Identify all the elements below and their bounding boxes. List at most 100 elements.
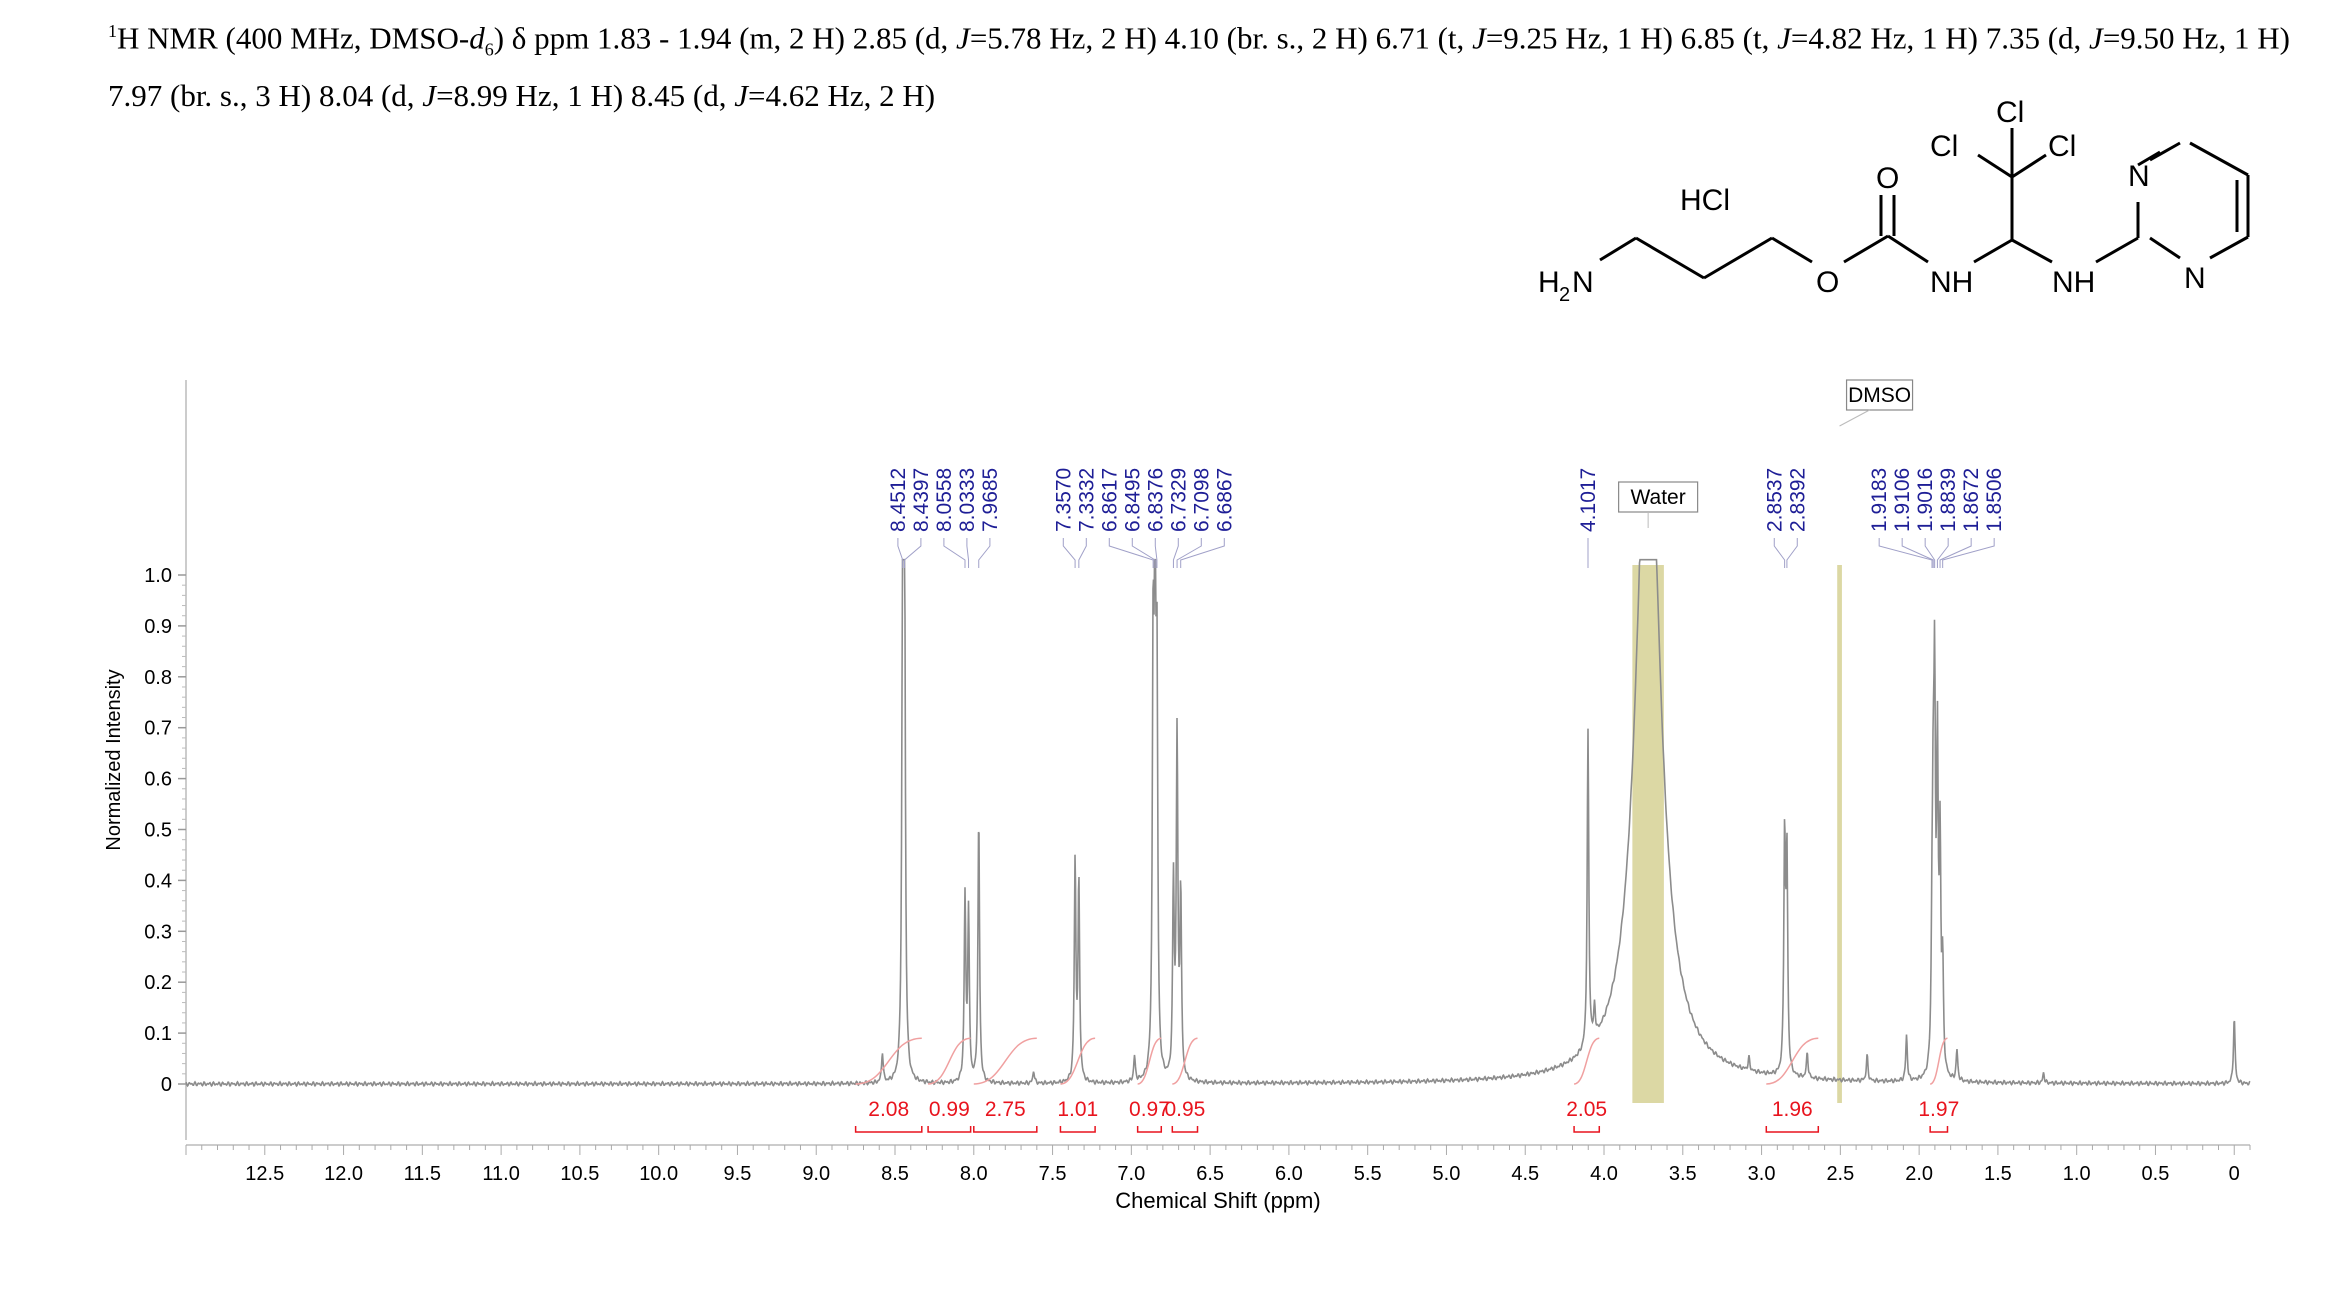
desc-d-italic: d (469, 20, 485, 56)
bond (1887, 234, 1929, 264)
peak-label-connector (1773, 538, 1786, 568)
peak-label: 2.8392 (1786, 468, 1809, 532)
x-tick-label: 1.5 (1984, 1163, 2012, 1185)
peak-label: 4.1017 (1577, 468, 1600, 532)
peak-label: 2.8537 (1763, 468, 1786, 532)
integral-bracket (973, 1126, 1038, 1133)
peak-label-connector (966, 538, 970, 568)
desc-subscript-6: 6 (484, 39, 494, 60)
peak-label: 6.8376 (1144, 468, 1167, 532)
region-label-text: DMSO (1848, 384, 1911, 407)
bond (2189, 141, 2249, 177)
peak-label-connector (1154, 538, 1158, 568)
peak-label: 1.8839 (1937, 468, 1960, 532)
integral-bracket (1573, 1126, 1601, 1133)
desc-j6: J (734, 77, 748, 113)
peak-label-connector (1172, 538, 1179, 568)
integral-value: 0.95 (1164, 1098, 1205, 1121)
x-tick-label: 1.0 (2063, 1163, 2091, 1185)
y-tick-label: 0.1 (144, 1023, 172, 1045)
peak-label: 6.6867 (1213, 468, 1236, 532)
peak-label: 6.7098 (1190, 468, 1213, 532)
peak-label-connector (1131, 538, 1156, 568)
integral-bracket (1929, 1126, 1949, 1133)
desc-part-h: =4.62 Hz, 2 H) (748, 77, 936, 113)
desc-j3: J (1777, 20, 1791, 56)
peak-label: 8.4397 (910, 468, 933, 532)
x-tick-label: 6.0 (1275, 1163, 1303, 1185)
atom-h: H (1538, 266, 1560, 299)
peak-label: 7.3570 (1052, 468, 1075, 532)
desc-part-c: =5.78 Hz, 2 H) 4.10 (br. s., 2 H) 6.71 (… (969, 20, 1473, 56)
bond (1977, 153, 2013, 179)
bond (2011, 238, 2053, 264)
x-tick-label: 0.5 (2142, 1163, 2170, 1185)
x-axis-label: Chemical Shift (ppm) (1115, 1188, 1320, 1213)
x-tick-label: 11.5 (404, 1163, 441, 1185)
bond (2149, 141, 2181, 162)
desc-j4: J (2089, 20, 2103, 56)
desc-j1: J (956, 20, 970, 56)
peak-label: 7.3332 (1075, 468, 1098, 532)
integral-value: 1.97 (1918, 1098, 1959, 1121)
isotope-superscript: 1 (108, 21, 117, 41)
x-tick-label: 3.0 (1748, 1163, 1776, 1185)
x-tick-label: 6.5 (1196, 1163, 1224, 1185)
atom-labels: H 2 N O O NH NH Cl Cl Cl N N HCl (1538, 96, 2206, 306)
y-tick-label: 0.4 (144, 870, 172, 892)
peak-label-connector (1786, 538, 1798, 568)
x-tick-label: 2.5 (1826, 1163, 1854, 1185)
peak-label: 1.9183 (1868, 468, 1891, 532)
bond (2137, 150, 2161, 167)
peak-label: 7.9685 (979, 468, 1002, 532)
peak-label: 8.0558 (933, 468, 956, 532)
peak-label: 6.8617 (1098, 468, 1121, 532)
integral-curve (1573, 1037, 1600, 1085)
integral-value: 1.01 (1057, 1098, 1098, 1121)
spectrum-line (185, 558, 2251, 1088)
peak-label-connector (1078, 538, 1087, 568)
x-tick-label: 10.0 (639, 1163, 678, 1185)
peak-label-connector (943, 538, 966, 568)
peak-label: 6.7329 (1167, 468, 1190, 532)
integral-curve (1172, 1037, 1198, 1085)
bond (2011, 153, 2047, 179)
atom-n-ring-bottom: N (2184, 262, 2206, 295)
integral-curve (1060, 1037, 1096, 1085)
integral-curve (1766, 1037, 1819, 1085)
integral-curve (1137, 1037, 1162, 1085)
bond (1703, 236, 1773, 280)
x-tick-label: 7.5 (1039, 1163, 1067, 1185)
x-tick-label: 9.0 (802, 1163, 830, 1185)
x-tick-label: 5.5 (1354, 1163, 1382, 1185)
peak-label-connector (1924, 538, 1936, 568)
desc-part-a: H NMR (400 MHz, DMSO- (117, 20, 470, 56)
x-tick-label: 9.5 (724, 1163, 752, 1185)
peak-label: 1.9106 (1891, 468, 1914, 532)
bond (1599, 236, 1637, 262)
integral-value: 0.97 (1129, 1098, 1170, 1121)
x-tick-label: 3.5 (1669, 1163, 1697, 1185)
desc-part-b: ) δ ppm 1.83 - 1.94 (m, 2 H) 2.85 (d, (493, 20, 957, 56)
peak-label-connector (904, 538, 922, 568)
peak-label-connector (1108, 538, 1154, 568)
atom-cl-left: Cl (1930, 130, 1958, 163)
integral-value: 1.96 (1772, 1098, 1813, 1121)
region-label-box (1845, 379, 1914, 411)
y-tick-label: 0.7 (144, 718, 172, 740)
peak-label: 6.8495 (1121, 468, 1144, 532)
bond (2095, 236, 2139, 264)
y-tick-label: 0.6 (144, 769, 172, 791)
nmr-description: 1H NMR (400 MHz, DMSO-d6) δ ppm 1.83 - 1… (108, 8, 2308, 119)
atom-cl-right: Cl (2048, 130, 2076, 163)
y-tick-label: 1.0 (144, 565, 172, 587)
y-tick-label: 0 (161, 1074, 172, 1096)
atom-nh-amine: NH (2052, 266, 2095, 299)
peak-label-connector (1176, 538, 1202, 568)
peak-label: 1.8672 (1960, 468, 1983, 532)
peak-label: 8.4512 (887, 468, 910, 532)
bond (1771, 236, 1813, 264)
atom-cl-top: Cl (1996, 96, 2024, 129)
